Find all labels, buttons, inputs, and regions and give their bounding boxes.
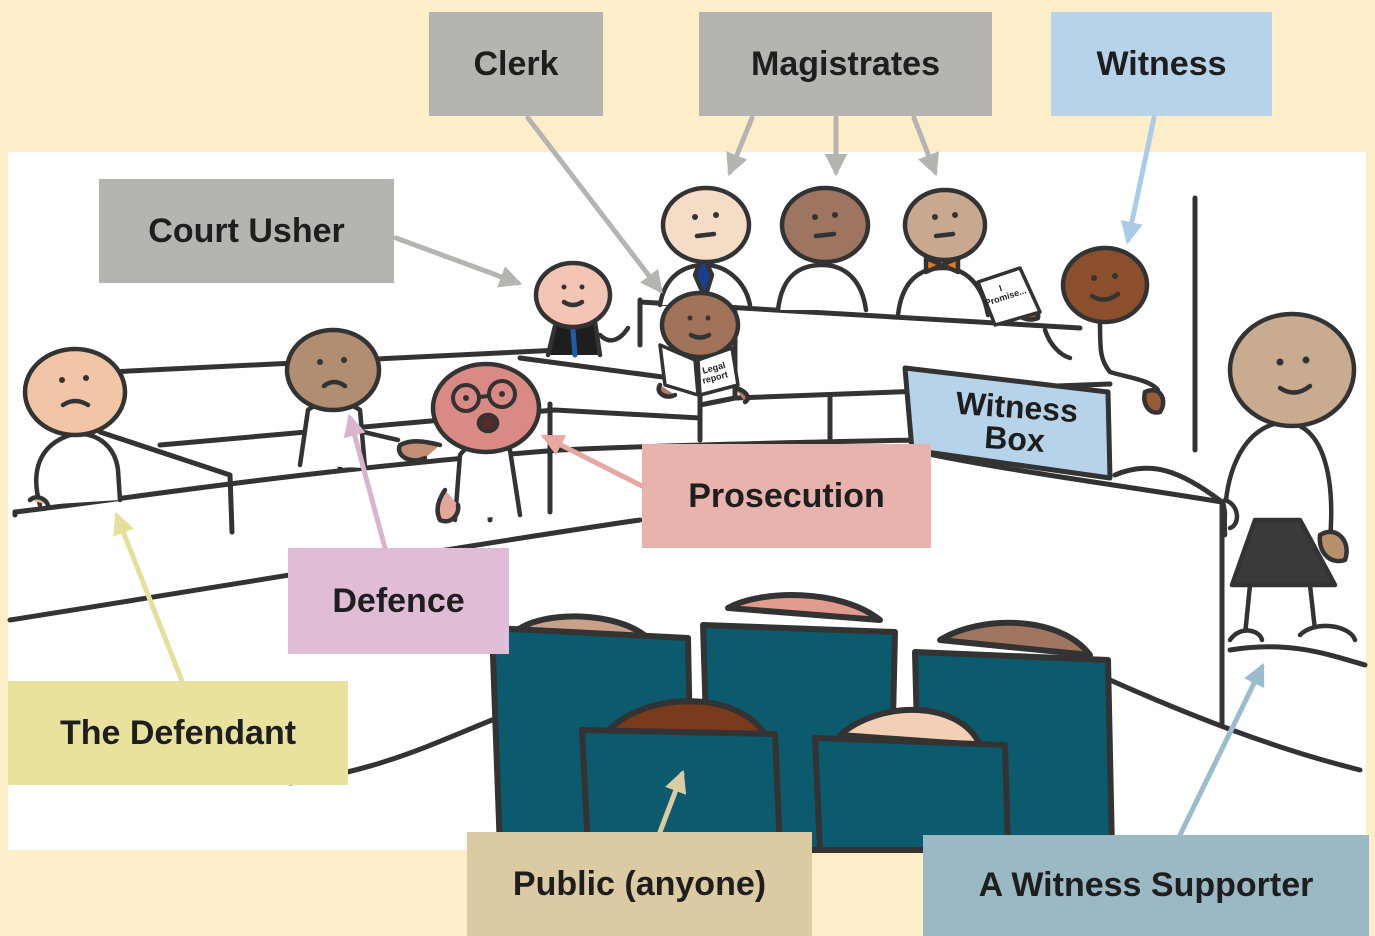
front-bench: [12, 437, 933, 515]
magistrates-arrow-3: [911, 115, 939, 177]
defendant-figure: [22, 346, 128, 508]
magistrate-figure-1: [657, 185, 753, 308]
prosecution-label-box: [642, 444, 931, 548]
prosecution-arrow: [540, 434, 645, 489]
defendant-label-box: [8, 681, 348, 785]
clerk-arrow: [525, 115, 663, 294]
prosecution-label: Prosecution: [688, 476, 885, 515]
promise-paper-line1: I: [998, 283, 1003, 293]
witness-box: [902, 365, 1113, 481]
court-usher-arrow: [393, 235, 523, 288]
witness-box-label-line1: Witness: [955, 385, 1080, 429]
court-usher-label-box: [99, 179, 394, 283]
witness-box-label-line2: Box: [983, 419, 1046, 459]
witness-label-box: [1051, 12, 1272, 116]
witness-supporter-arrow: [1177, 662, 1265, 838]
magistrate-figure-2: [775, 185, 871, 313]
clerk-label-box: [429, 12, 603, 116]
witness-supporter-label: A Witness Supporter: [978, 866, 1314, 904]
court-usher-figure: [533, 260, 631, 358]
public-arrow: [657, 769, 687, 835]
witness-label: Witness: [1096, 44, 1227, 83]
magistrates-arrow-1: [726, 115, 755, 177]
magistrates-label-box: [699, 12, 992, 116]
witness-supporter-figure: [1222, 311, 1358, 643]
defence-arrow: [343, 413, 388, 551]
public-label: Public (anyone): [512, 864, 767, 903]
court-usher-label: Court Usher: [148, 211, 345, 250]
defence-figure: [284, 327, 401, 471]
public-label-box: [467, 832, 812, 936]
witness-supporter-label-box: [923, 835, 1369, 936]
clerk-label: Clerk: [473, 44, 559, 83]
defence-label-box: [288, 548, 509, 654]
clerk-figure: [656, 290, 751, 405]
public-seating: [489, 592, 1115, 853]
defence-label: Defence: [332, 581, 465, 620]
witness-figure: [976, 245, 1166, 415]
defendant-arrow: [113, 511, 185, 684]
witness-arrow: [1120, 115, 1157, 245]
magistrates-label: Magistrates: [751, 44, 940, 83]
prosecution-figure: [396, 361, 542, 524]
defendant-label: The Defendant: [59, 713, 297, 752]
